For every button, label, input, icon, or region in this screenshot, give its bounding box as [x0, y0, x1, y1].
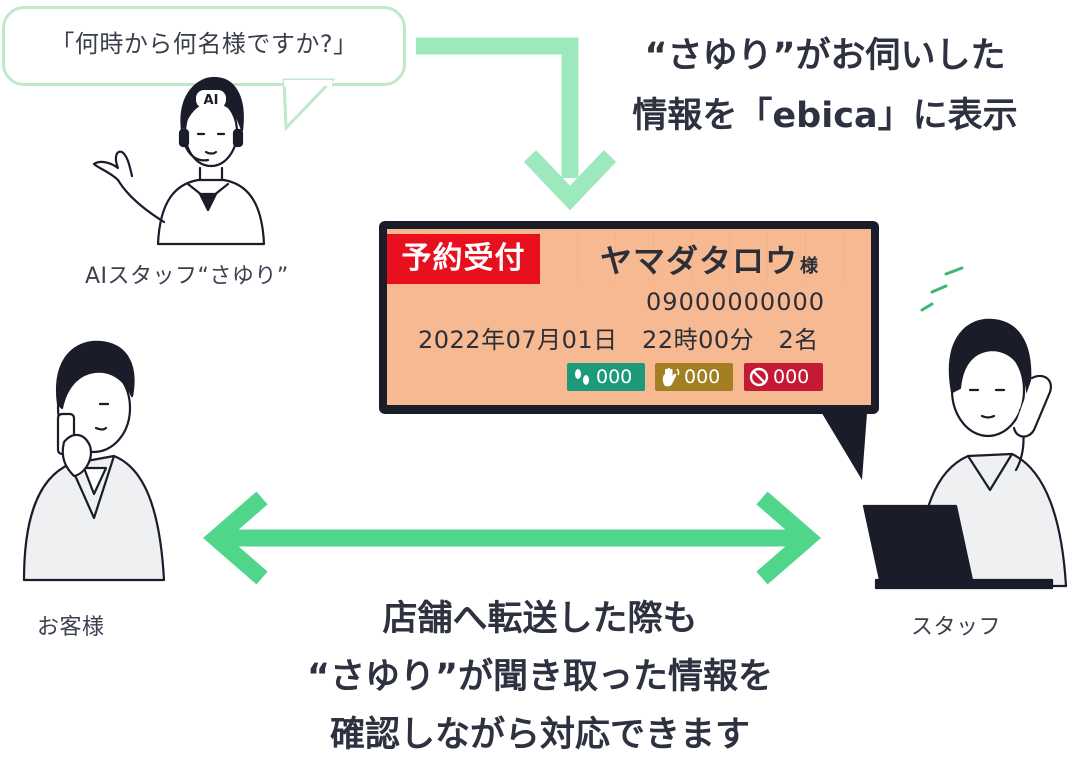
guest-name-text: ヤマダタロウ: [600, 242, 799, 280]
guest-phone: 09000000000: [646, 288, 825, 316]
cancel-count-badge: 000: [744, 363, 823, 391]
customer-illustration: [22, 340, 166, 582]
cancel-count-value: 000: [773, 366, 810, 388]
headline-line-2: 情報を「ebica」に表示: [632, 96, 1018, 136]
ai-staff-illustration: AI: [92, 76, 266, 246]
booking-details: 2022年07月01日 22時00分 2名: [418, 320, 819, 355]
customer-label: お客様: [37, 615, 105, 640]
double-arrow: [203, 492, 821, 584]
booking-party-size: 2名: [778, 326, 819, 354]
reservation-tag: 予約受付: [387, 234, 540, 284]
bottom-caption-line-1: 店舗へ転送した際も: [382, 599, 698, 639]
speech-bubble-text: 「何時から何名様ですか?」: [50, 30, 358, 58]
wave-count-badge: 000: [655, 363, 733, 391]
guest-honorific: 様: [800, 256, 820, 277]
ai-staff-label: AIスタッフ“さゆり”: [85, 264, 289, 289]
connector-arrow: [416, 37, 617, 211]
speech-bubble-tail: [282, 78, 336, 132]
footprints-icon: [575, 369, 589, 385]
ringing-lines-icon: [920, 266, 964, 312]
visit-count-badge: 000: [567, 363, 645, 391]
wave-count-value: 000: [684, 366, 721, 388]
visit-count-value: 000: [596, 366, 633, 388]
bottom-caption-line-3: 確認しながら対応できます: [329, 715, 750, 755]
booking-date: 2022年07月01日: [418, 326, 618, 354]
hand-wave-icon: [662, 367, 680, 387]
headline: “さゆり”がお伺いした 情報を「ebica」に表示: [590, 26, 1060, 146]
bottom-caption-line-2: “さゆり”が聞き取った情報を: [306, 657, 773, 697]
no-entry-icon: [749, 367, 769, 387]
guest-name: ヤマダタロウ様: [600, 236, 819, 282]
booking-time: 22時00分: [642, 326, 755, 354]
staff-illustration: [862, 266, 1068, 590]
staff-label: スタッフ: [911, 615, 1002, 640]
ai-badge-text: AI: [204, 93, 219, 108]
headline-line-1: “さゆり”がお伺いした: [644, 36, 1006, 76]
bottom-caption: 店舗へ転送した際も “さゆり”が聞き取った情報を 確認しながら対応できます: [0, 590, 1080, 764]
ebica-panel-tail: [814, 400, 868, 480]
